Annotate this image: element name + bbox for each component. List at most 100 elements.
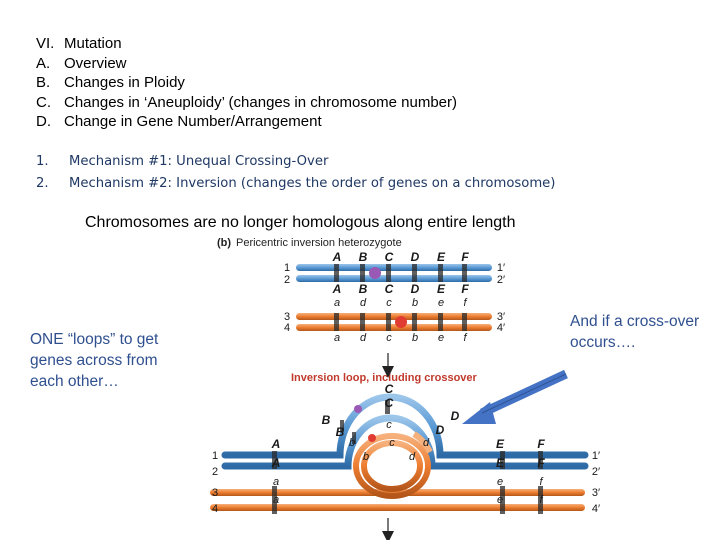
centromere-lower <box>395 316 407 328</box>
gene-label: f <box>463 297 467 309</box>
gene-label: B <box>359 282 368 296</box>
strand-number: 3′ <box>497 311 505 323</box>
inner-loop-outer <box>353 433 431 499</box>
panel-title: Pericentric inversion heterozygote <box>236 237 402 249</box>
gene-label: F <box>461 250 469 264</box>
outline-text: Mutation <box>64 35 122 52</box>
loop-gene-label: E <box>496 456 505 470</box>
loop-gene-label: E <box>496 437 505 451</box>
loop-note: ONE “loops” to get genes across from eac… <box>30 331 159 390</box>
loop-title: Inversion loop, including crossover <box>291 372 478 384</box>
strand-number: 4′ <box>497 322 505 334</box>
strand-number: 1 <box>212 450 218 462</box>
outline-text: Change in Gene Number/Arrangement <box>64 113 322 130</box>
loop-strand-1 <box>221 393 589 459</box>
gene-label: C <box>385 250 394 264</box>
gene-label: D <box>411 282 420 296</box>
strand-number: 4′ <box>592 503 600 515</box>
loop-gene-label: F <box>537 456 545 470</box>
gene-label: f <box>463 332 467 344</box>
loop-gene-label: C <box>385 382 394 396</box>
mechanism-item: 1. Mechanism #1: Unequal Crossing-Over <box>36 151 676 173</box>
outline-marker: VI. <box>36 35 55 52</box>
outline-item: VI. Mutation <box>36 34 596 54</box>
loop-gene-label: b <box>349 437 355 449</box>
gene-label: d <box>360 297 367 309</box>
loop-gene-label: a <box>273 494 279 506</box>
outline-marker: C. <box>36 93 51 111</box>
gene-label: b <box>412 332 418 344</box>
mechanism-item: 2. Mechanism #2: Inversion (changes the o… <box>36 173 676 195</box>
loop-gene-label: f <box>539 494 543 506</box>
loop-gene-label: D <box>436 423 445 437</box>
outline-item: D. Change in Gene Number/Arrangement <box>36 112 596 132</box>
gene-label: c <box>386 332 392 344</box>
loop-gene-label: c <box>389 437 395 449</box>
gene-label: e <box>438 297 444 309</box>
loop-gene-label: A <box>271 437 281 451</box>
gene-label: E <box>437 282 446 296</box>
outline-text: Changes in Ploidy <box>64 74 185 91</box>
loop-gene-label: B <box>322 413 331 427</box>
gene-label: e <box>438 332 444 344</box>
centromere-upper <box>369 267 381 279</box>
strand-number: 2′ <box>497 274 505 286</box>
loop-gene-label: B <box>336 425 345 439</box>
gene-label: c <box>386 297 392 309</box>
loop-gene-label: e <box>497 476 503 488</box>
strand-number: 3′ <box>592 487 600 499</box>
gene-label: D <box>411 250 420 264</box>
outline-item: C. Changes in ‘Aneuploidy’ (changes in ch… <box>36 93 596 113</box>
crossover-note: And if a cross-over occurs…. <box>570 313 700 351</box>
strand-number: 3 <box>284 311 290 323</box>
loop-gene-label: A <box>271 456 281 470</box>
strand-number: 2′ <box>592 466 600 478</box>
gene-label: a <box>334 332 340 344</box>
inner-loop-inner <box>361 440 423 492</box>
loop-gene-label: F <box>537 437 545 451</box>
gene-label: C <box>385 282 394 296</box>
mechanism-marker: 2. <box>36 176 49 191</box>
strand-number: 2 <box>212 466 218 478</box>
strand-number: 1 <box>284 262 290 274</box>
loop-strand-4 <box>210 504 585 511</box>
gene-label: b <box>412 297 418 309</box>
outline-text: Changes in ‘Aneuploidy’ (changes in chro… <box>64 93 457 111</box>
outline-item: A.Overview <box>36 54 596 74</box>
mechanism-text: Mechanism #2: Inversion (changes the ord… <box>69 176 556 191</box>
strand-number: 4 <box>212 503 218 515</box>
outline-marker: B. <box>36 74 51 91</box>
panel-label: (b) <box>217 237 231 249</box>
loop-gene-label: C <box>385 396 394 410</box>
mechanism-marker: 1. <box>36 154 49 169</box>
slide-caption: Chromosomes are no longer homologous alo… <box>85 214 516 231</box>
loop-gene-label: a <box>273 476 279 488</box>
strand-number: 1′ <box>497 262 505 274</box>
gene-label: a <box>334 297 340 309</box>
loop-gene-label: D <box>451 409 460 423</box>
pointer-arrow-icon <box>462 369 568 424</box>
gene-label: B <box>359 250 368 264</box>
strand-number: 3 <box>212 487 218 499</box>
loop-gene-label: e <box>497 494 503 506</box>
strand-number: 4 <box>284 322 290 334</box>
gene-label: F <box>461 282 469 296</box>
strand-number: 1′ <box>592 450 600 462</box>
outline-marker: D. <box>36 113 51 130</box>
gene-label: A <box>332 282 342 296</box>
loop-gene-label: c <box>386 419 392 431</box>
loop-strand-3 <box>210 489 585 496</box>
loop-gene-label: d <box>423 437 430 449</box>
strand-number: 2 <box>284 274 290 286</box>
outline-item: B. Changes in Ploidy <box>36 73 596 93</box>
outline-text: Overview <box>64 54 127 72</box>
mechanism-text: Mechanism #1: Unequal Crossing-Over <box>69 154 329 169</box>
loop-gene-label: d <box>409 451 416 463</box>
gene-label: E <box>437 250 446 264</box>
mechanism-list: 1. Mechanism #1: Unequal Crossing-Over 2. M… <box>36 151 676 195</box>
gene-label: d <box>360 332 367 344</box>
